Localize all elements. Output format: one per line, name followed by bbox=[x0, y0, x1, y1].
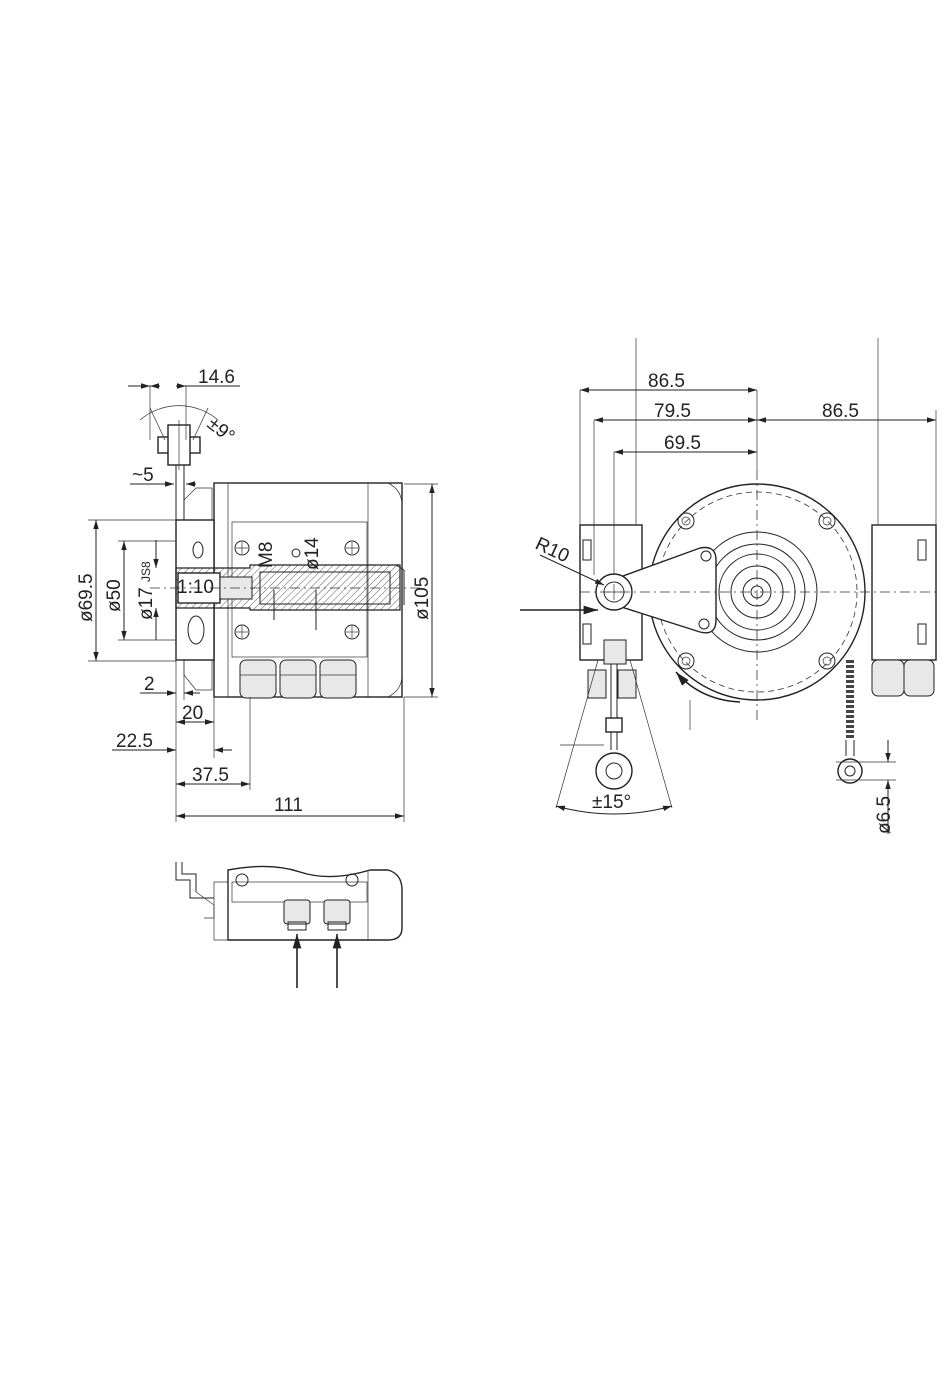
dim-dia-69-5: ø69.5 bbox=[76, 573, 97, 622]
dim-2: 2 bbox=[144, 674, 155, 695]
dim-dia-105: ø105 bbox=[412, 577, 433, 620]
dim-approx-5: ~5 bbox=[132, 465, 154, 486]
dim-111: 111 bbox=[274, 795, 303, 816]
dim-dia-50: ø50 bbox=[104, 579, 125, 612]
dim-86-5-left: 86.5 bbox=[648, 371, 685, 392]
dim-20: 20 bbox=[182, 703, 203, 724]
dim-22-5: 22.5 bbox=[116, 731, 153, 752]
dim-37-5: 37.5 bbox=[192, 765, 229, 786]
dim-79-5: 79.5 bbox=[654, 401, 691, 422]
dim-angle-9: ±9° bbox=[203, 413, 238, 447]
dim-86-5-right: 86.5 bbox=[822, 401, 859, 422]
cable-glands bbox=[240, 660, 356, 698]
dim-dia-6-5: ø6.5 bbox=[874, 796, 895, 834]
bottom-view bbox=[176, 862, 402, 988]
torque-arm-pivot bbox=[140, 406, 218, 520]
dim-dia-17: ø17 bbox=[136, 587, 157, 620]
side-view: 14.6 ±9° ~5 ø69.5 ø50 ø17 JS8 1:10 M8 ø1… bbox=[76, 367, 438, 822]
tie-rod bbox=[588, 640, 636, 789]
dim-ratio: 1:10 bbox=[177, 577, 214, 598]
dim-r10: R10 bbox=[532, 533, 572, 567]
dim-m8: M8 bbox=[256, 542, 277, 568]
dim-dia-14: ø14 bbox=[302, 537, 323, 570]
dim-angle-15: ±15° bbox=[592, 792, 631, 813]
dim-js8: JS8 bbox=[139, 561, 153, 582]
dim-14-6: 14.6 bbox=[198, 367, 235, 388]
front-view: 86.5 79.5 69.5 86.5 R10 ±15° ø6.5 bbox=[520, 338, 940, 834]
cable-gland-front bbox=[872, 660, 934, 696]
ground-cable bbox=[838, 660, 862, 783]
dim-69-5: 69.5 bbox=[664, 433, 701, 454]
